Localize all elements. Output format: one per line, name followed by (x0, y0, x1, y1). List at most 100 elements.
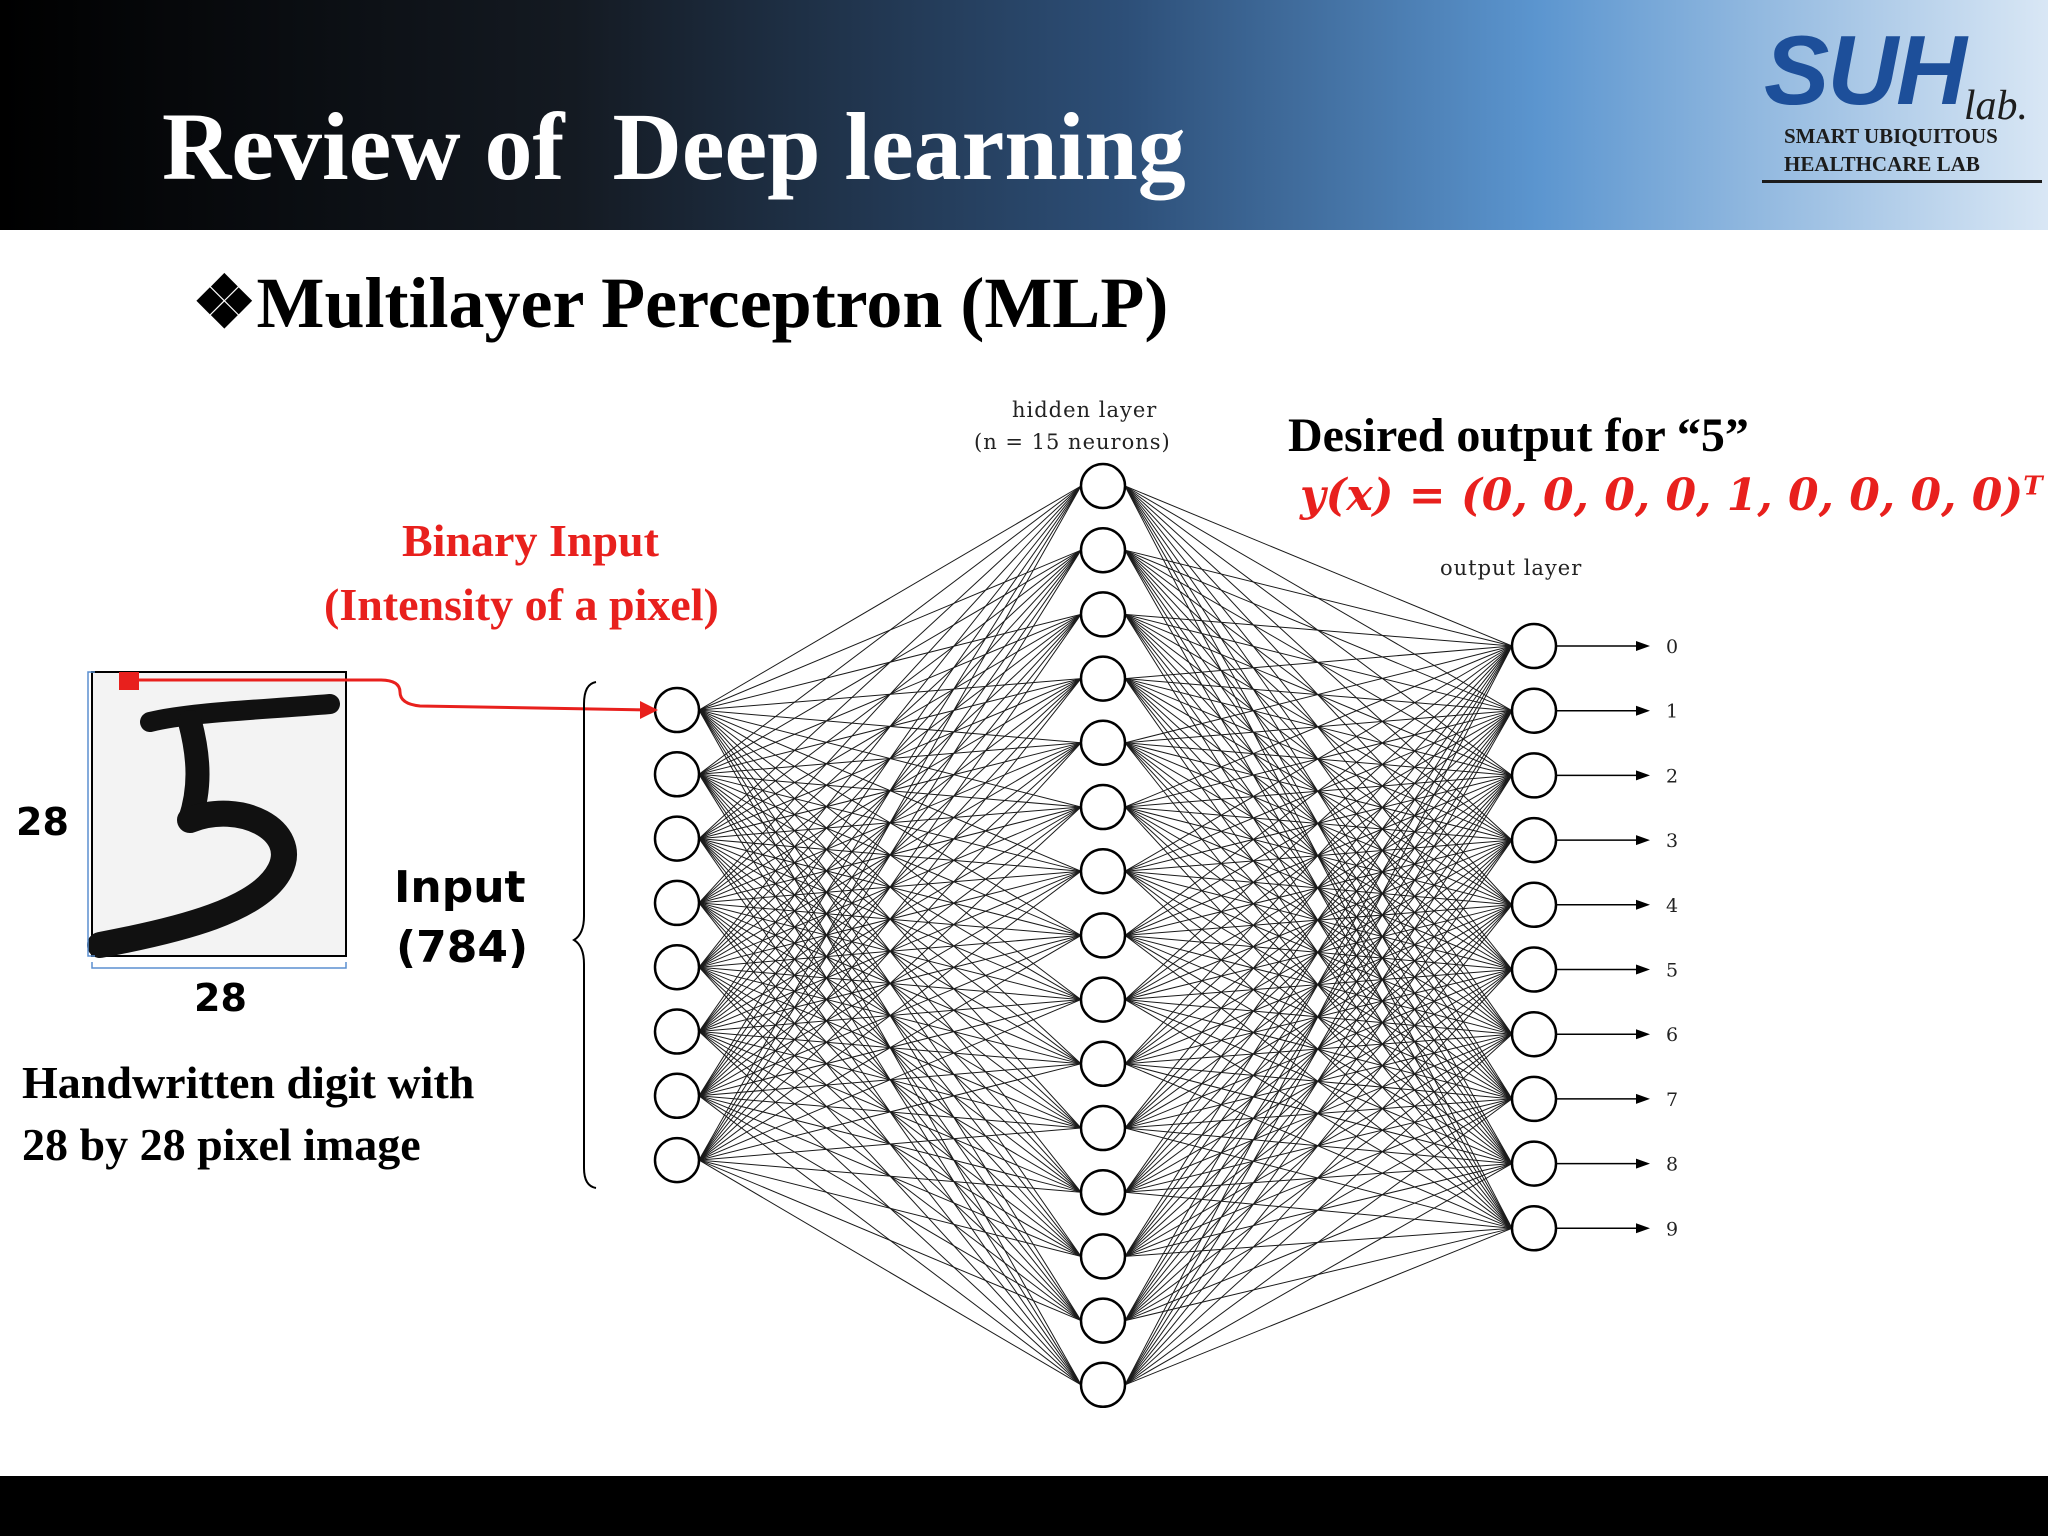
output-digit-label: 6 (1666, 1024, 1678, 1046)
input-hidden-edge (698, 1159, 1082, 1193)
output-neuron (1510, 622, 1558, 670)
hidden-neuron (1079, 526, 1127, 574)
input-hidden-edge (698, 485, 1082, 711)
hidden-output-edge (1124, 645, 1513, 1321)
hidden-output-edge (1124, 645, 1513, 1257)
hidden-output-edge (1124, 645, 1513, 744)
output-digit-label: 1 (1666, 701, 1678, 723)
input-hidden-edge (698, 1127, 1082, 1161)
hidden-neuron (1079, 783, 1127, 831)
logo-line-1: SMART UBIQUITOUS (1784, 124, 1998, 148)
binary-input-note: (Intensity of a pixel) (324, 579, 719, 630)
output-arrow-head (1636, 835, 1650, 846)
output-digit-label: 7 (1666, 1089, 1678, 1111)
output-arrow-head (1636, 1029, 1650, 1040)
input-neuron (653, 1008, 701, 1055)
hidden-output-edge (1124, 485, 1513, 647)
input-hidden-edge (698, 934, 1082, 1161)
hidden-output-edge (1124, 645, 1513, 1129)
output-arrow-head (1636, 1093, 1650, 1104)
hidden-output-edge (1124, 645, 1513, 808)
slide-title: Review of Deep learning (162, 93, 1186, 200)
hidden-neuron (1079, 1040, 1127, 1088)
hidden-output-edge (1124, 710, 1513, 1386)
transpose-sup: T (2023, 471, 2043, 502)
logo-suffix: lab. (1963, 83, 2028, 129)
input-neuron (653, 1072, 701, 1120)
desired-output-vector: y(x) = (0, 0, 0, 0, 1, 0, 0, 0, 0)T (1300, 470, 2043, 521)
hidden-neuron (1079, 1104, 1127, 1152)
diamond-bullet-icon: ❖ (192, 263, 257, 343)
input-hidden-edge (698, 485, 1082, 968)
pixel-arrow (139, 678, 653, 712)
lab-logo: SUH lab. SMART UBIQUITOUS HEALTHCARE LAB (1762, 18, 2042, 190)
hidden-neuron (1079, 655, 1127, 702)
input-hidden-edge (698, 485, 1082, 775)
width-dimension-line (91, 962, 347, 969)
input-hidden-edge (698, 742, 1082, 1161)
hidden-output-edge (1124, 775, 1513, 1386)
hidden-output-edge (1124, 645, 1513, 1065)
input-neuron (653, 686, 701, 734)
width-dimension-label: 28 (194, 976, 247, 1020)
title-bar: Review of Deep learning SUH lab. SMART U… (0, 0, 2048, 230)
hidden-output-edge (1124, 904, 1513, 1386)
hidden-output-edge (1124, 1227, 1513, 1386)
logo-mark: SUH (1764, 15, 1967, 125)
hidden-output-edge (1124, 645, 1513, 1386)
output-neuron (1510, 1140, 1558, 1187)
hidden-neuron (1079, 591, 1127, 638)
output-neuron (1510, 816, 1558, 864)
output-digit-label: 9 (1666, 1218, 1678, 1240)
desired-vector-text: y(x) = (0, 0, 0, 0, 1, 0, 0, 0, 0) (1300, 470, 2024, 521)
input-hidden-edge (698, 1063, 1082, 1161)
logo-rule (1762, 180, 2042, 183)
section-heading: ❖Multilayer Perceptron (MLP) (192, 262, 1168, 344)
output-neuron (1510, 1010, 1558, 1058)
hidden-neuron (1079, 1297, 1127, 1344)
hidden-neuron (1079, 1361, 1127, 1409)
image-caption-line-2: 28 by 28 pixel image (22, 1119, 421, 1170)
output-digit-label: 2 (1666, 765, 1678, 787)
output-neuron (1510, 752, 1558, 799)
hidden-output-edge (1124, 1163, 1513, 1386)
hidden-neuron (1079, 976, 1127, 1023)
input-count: (784) (396, 922, 529, 973)
input-neuron (653, 1136, 701, 1184)
input-neuron (653, 815, 701, 862)
input-hidden-edge (698, 485, 1082, 904)
input-label: Input (394, 862, 526, 913)
pixel-marker (119, 672, 139, 690)
pixel-arrow-head (640, 701, 658, 719)
height-dimension-label: 28 (16, 800, 69, 844)
hidden-output-edge (1124, 645, 1513, 680)
output-arrow-head (1636, 705, 1650, 716)
output-neuron (1510, 1075, 1558, 1123)
hidden-layer-label: hidden layer (1012, 398, 1158, 422)
output-arrow-head (1636, 964, 1650, 975)
input-neuron (653, 751, 701, 798)
output-arrow-head (1636, 1223, 1650, 1234)
hidden-output-edge (1124, 1098, 1513, 1386)
input-hidden-edge (698, 485, 1082, 839)
hidden-output-edge (1124, 969, 1513, 1386)
input-hidden-edge (698, 806, 1082, 1161)
height-dimension-line (87, 671, 95, 957)
input-neuron (653, 879, 701, 927)
output-digit-label: 8 (1666, 1154, 1678, 1176)
hidden-neuron (1079, 912, 1127, 959)
output-arrow-head (1636, 770, 1650, 781)
input-hidden-edge (698, 485, 1082, 1097)
output-digit-label: 5 (1666, 960, 1678, 982)
logo-line-2: HEALTHCARE LAB (1784, 152, 1980, 176)
output-digit-label: 3 (1666, 830, 1678, 852)
input-hidden-edge (698, 678, 1082, 1161)
desired-output-label: Desired output for “5” (1288, 409, 1749, 462)
hidden-output-edge (1124, 645, 1513, 1000)
hidden-neuron (1079, 1233, 1127, 1280)
output-neuron (1510, 687, 1558, 734)
input-neuron (653, 943, 701, 991)
output-neuron (1510, 881, 1558, 929)
hidden-neuron (1079, 719, 1127, 767)
